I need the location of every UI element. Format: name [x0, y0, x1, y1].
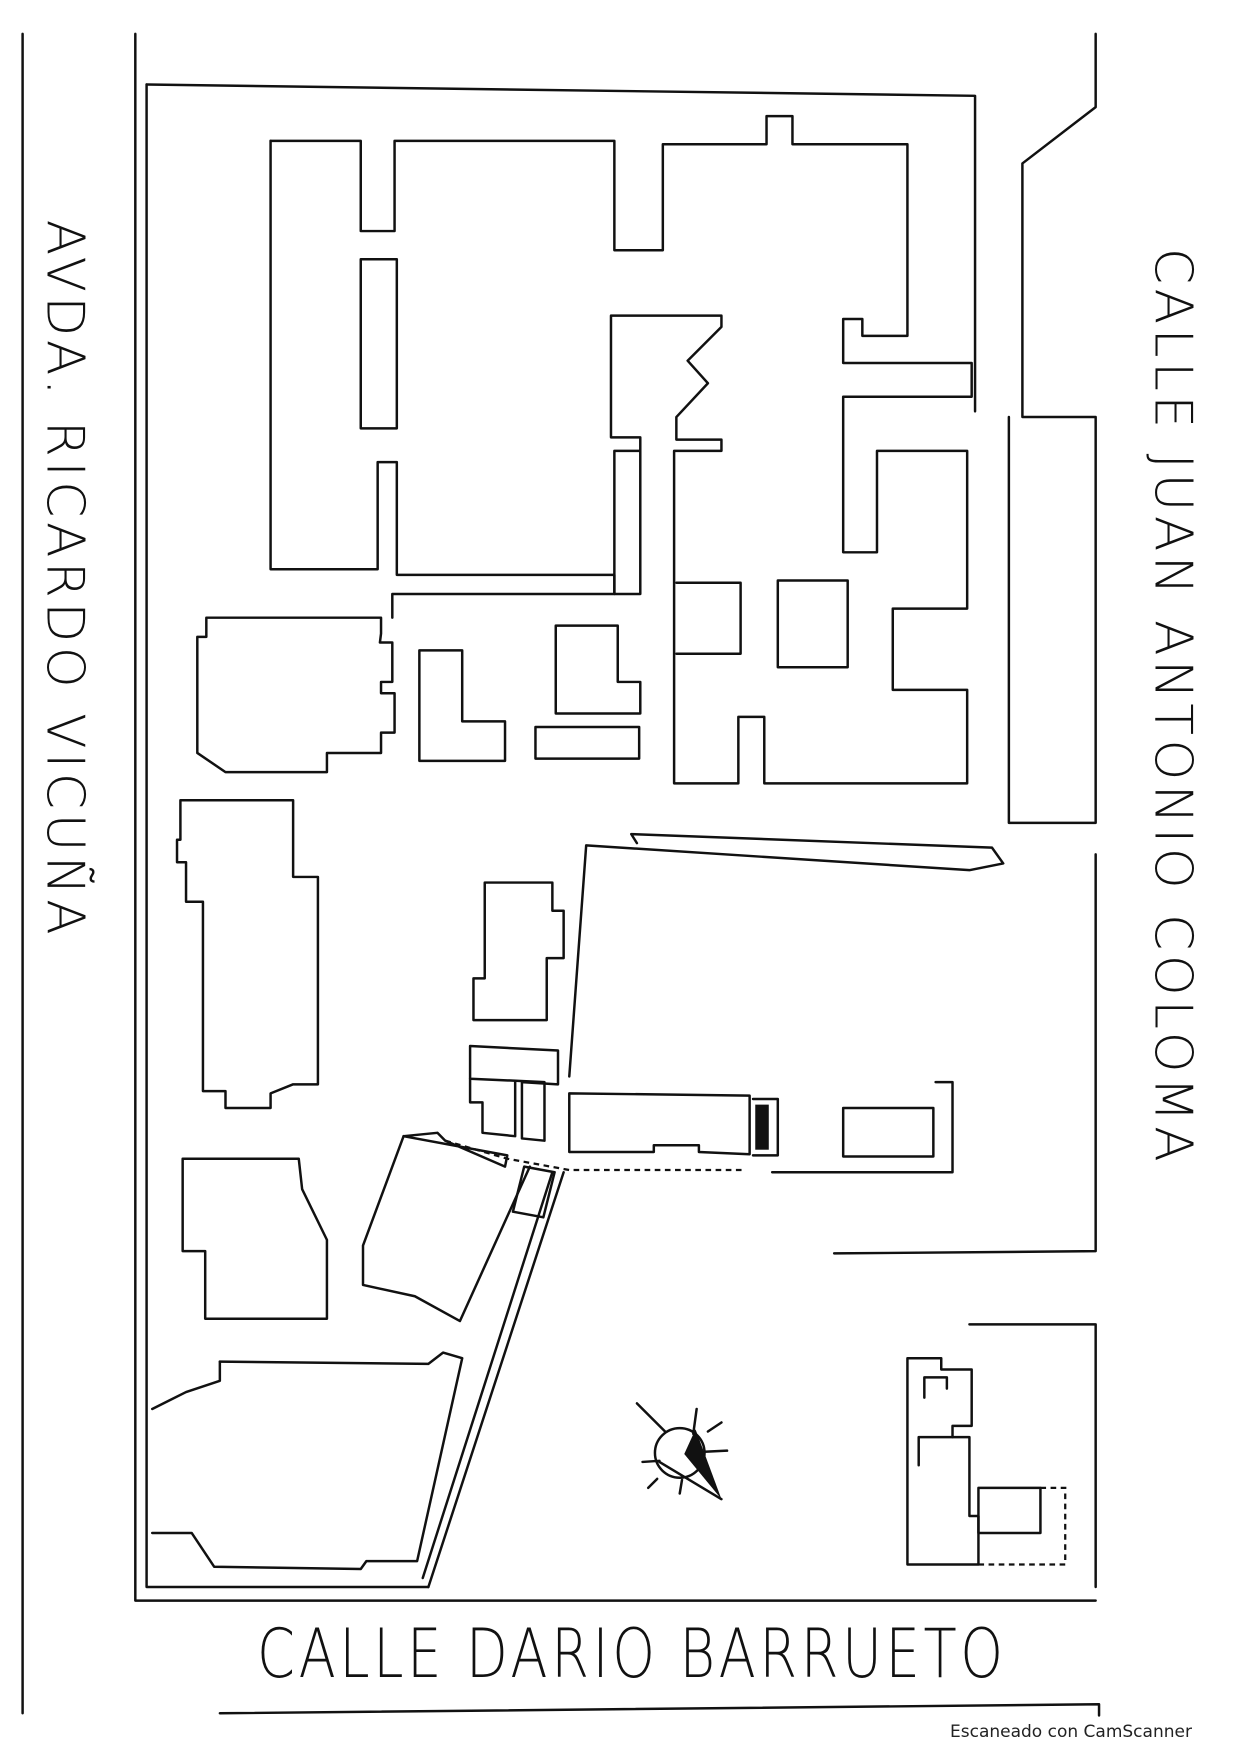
street-label-south: CALLE DARIO BARRUETO — [257, 1614, 1007, 1693]
street-label-west: AVDA. RICARDO VICUÑA — [34, 220, 95, 939]
street-lines — [21, 32, 1101, 1717]
street-label-east: CALLE JUAN ANTONIO COLOMA — [1142, 248, 1202, 1166]
building-main-block — [269, 114, 973, 785]
scanner-watermark: Escaneado con CamScanner — [950, 1722, 1192, 1742]
buildings — [150, 114, 1067, 1571]
north-arrow-compass-icon — [635, 1402, 729, 1501]
